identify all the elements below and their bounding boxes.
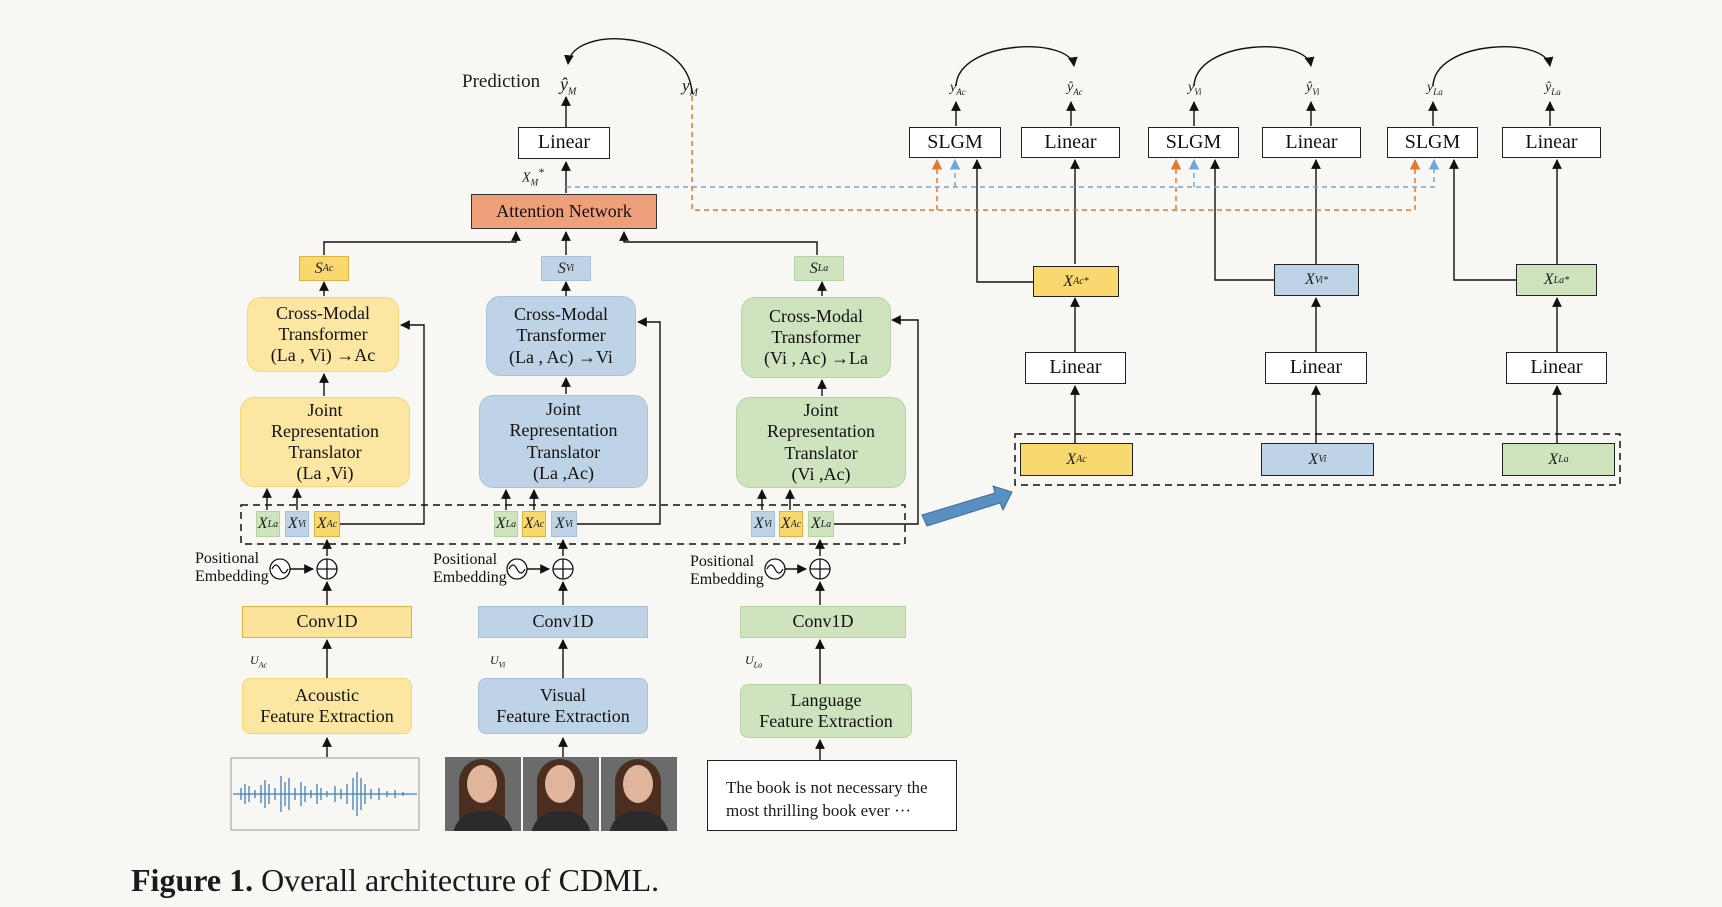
linear-la-top: Linear [1502, 127, 1601, 158]
audio-input-frame [230, 757, 420, 831]
y-vi-label: yVi [1188, 80, 1202, 97]
yhat-vi-label: ŷVi [1306, 80, 1320, 97]
prediction-label: Prediction [462, 71, 541, 92]
u-ac-label: UAc [250, 653, 268, 670]
dashed-group-right [1014, 433, 1621, 486]
y-la-label: yLa [1427, 80, 1443, 97]
slgm-ac: SLGM [909, 127, 1001, 158]
conv1d-ac: Conv1D [242, 606, 412, 638]
video-frame-1 [445, 757, 521, 831]
curve-arrow-la [1432, 46, 1554, 87]
y-m-label: yM [682, 76, 698, 99]
yhat-m-label: ŷM [560, 74, 577, 98]
linear-vi-top: Linear [1262, 127, 1361, 158]
linear-la-mid: Linear [1506, 352, 1607, 384]
yhat-la-label: ŷLa [1545, 80, 1561, 97]
attention-network: Attention Network [471, 194, 657, 229]
slgm-vi: SLGM [1148, 127, 1239, 158]
audio-waveform [233, 772, 417, 816]
xm-star-label: XM* [522, 166, 544, 188]
curve-arrow-ac [955, 46, 1078, 87]
y-ac-label: yAc [950, 80, 966, 97]
figure-caption: Figure 1. Overall architecture of CDML. [131, 862, 660, 898]
linear-ac-top: Linear [1021, 127, 1120, 158]
u-la-label: ULa [745, 653, 763, 670]
big-blue-arrow [921, 485, 1013, 527]
linear-vi-mid: Linear [1265, 352, 1367, 384]
conv1d-la: Conv1D [740, 606, 906, 638]
curve-arrow-vi [1193, 46, 1315, 87]
yhat-ac-label: ŷAc [1067, 80, 1083, 97]
video-frame-3 [601, 757, 677, 831]
curve-arrow-main [564, 38, 693, 95]
dashed-group-inputs [240, 504, 906, 545]
conv1d-vi: Conv1D [478, 606, 648, 638]
u-vi-label: UVi [490, 653, 506, 670]
linear-main: Linear [518, 127, 610, 159]
slgm-la: SLGM [1387, 127, 1478, 158]
linear-ac-mid: Linear [1025, 352, 1126, 384]
video-frame-2 [523, 757, 599, 831]
